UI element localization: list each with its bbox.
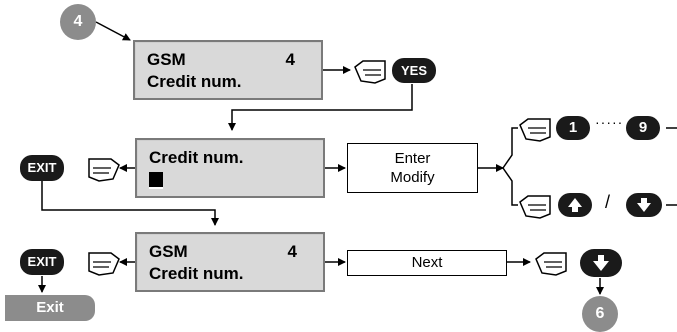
- lcd-screen-bottom: GSM 4 Credit num.: [135, 232, 325, 292]
- hand-down-icon: [535, 252, 567, 276]
- digit-9-key[interactable]: 9: [626, 116, 660, 140]
- screen-number: 4: [285, 50, 295, 69]
- screen-line1: GSM: [147, 50, 186, 69]
- modify-label: Modify: [390, 169, 435, 186]
- text-cursor: [149, 172, 163, 189]
- enter-label: Enter: [394, 150, 431, 167]
- hand-exit-bottom-icon: [88, 252, 120, 276]
- hand-yes-icon: [354, 60, 386, 84]
- lcd-screen-top: GSM 4 Credit num.: [133, 40, 323, 100]
- screen-line1: Credit num.: [149, 148, 244, 167]
- step-6-badge: 6: [582, 296, 618, 332]
- screen-number: 4: [287, 242, 297, 261]
- hand-exit-mid-icon: [88, 158, 120, 182]
- exit-key-bottom[interactable]: EXIT: [20, 249, 64, 275]
- slash-separator: /: [605, 192, 611, 212]
- screen-line2: Credit num.: [147, 72, 242, 91]
- lcd-screen-middle: Credit num.: [135, 138, 325, 198]
- screen-line1: GSM: [149, 242, 188, 261]
- hand-digit-icon: [519, 118, 551, 142]
- next-box: Next: [347, 250, 507, 276]
- hand-arrow-icon: [519, 195, 551, 219]
- yes-key[interactable]: YES: [392, 58, 436, 83]
- up-arrow-key-icon: [558, 193, 592, 217]
- down-arrow-key-bottom-icon: [580, 249, 622, 277]
- exit-key-middle[interactable]: EXIT: [20, 155, 64, 181]
- screen-line2: Credit num.: [149, 264, 244, 283]
- range-dots: ·····: [595, 114, 624, 130]
- enter-modify-box: Enter Modify: [347, 143, 478, 193]
- down-arrow-key-icon: [626, 193, 662, 217]
- step-4-badge: 4: [60, 4, 96, 40]
- exit-button[interactable]: Exit: [5, 295, 95, 321]
- digit-1-key[interactable]: 1: [556, 116, 590, 140]
